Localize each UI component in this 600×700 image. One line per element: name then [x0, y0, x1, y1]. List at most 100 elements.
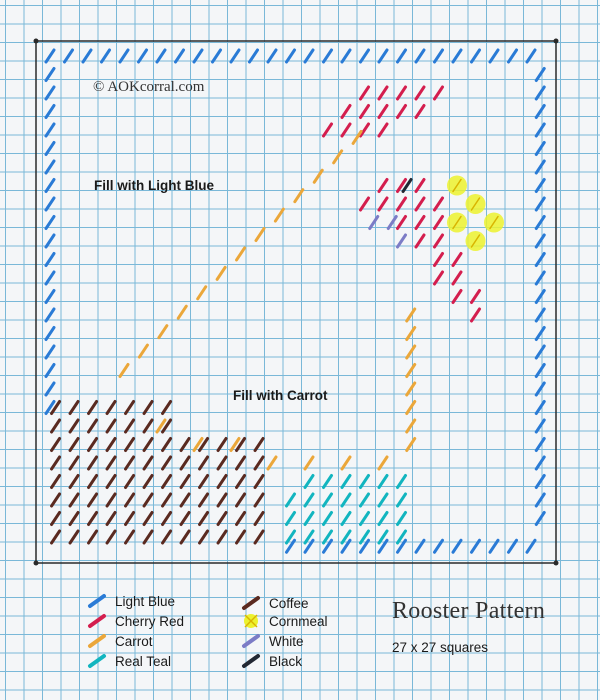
coffee-stitch	[161, 437, 173, 452]
carrot-stitch	[192, 437, 204, 452]
cherry-red-stitch	[377, 104, 389, 119]
cornmeal-stitch	[470, 197, 481, 211]
real-teal-stitch	[377, 529, 389, 545]
coffee-stitch	[50, 474, 62, 489]
real-teal-stitch	[377, 511, 389, 526]
coffee-stitch	[142, 492, 154, 508]
stitch-icon	[88, 614, 106, 628]
light-blue-stitch	[44, 159, 56, 175]
real-teal-stitch	[340, 492, 352, 508]
light-blue-stitch	[44, 48, 56, 64]
cornmeal-stitch	[489, 215, 499, 230]
cherry-red-stitch	[396, 104, 407, 119]
light-blue-stitch	[44, 326, 56, 341]
coffee-stitch	[253, 474, 265, 489]
light-blue-stitch	[63, 48, 74, 64]
fill-light-blue-label: Fill with Light Blue	[94, 178, 214, 193]
legend-item-coffee: Coffee	[238, 594, 309, 612]
coffee-stitch	[161, 511, 173, 526]
coffee-stitch	[50, 400, 62, 415]
carrot-stitch	[405, 418, 417, 434]
light-blue-stitch	[303, 538, 315, 554]
real-teal-stitch	[303, 474, 315, 489]
coffee-stitch	[124, 400, 136, 415]
light-blue-stitch	[534, 511, 546, 526]
stitch-icon	[88, 634, 106, 648]
corner-dot	[553, 560, 559, 566]
light-blue-stitch	[534, 381, 546, 397]
real-teal-stitch	[340, 511, 352, 526]
legend-label: Carrot	[115, 633, 153, 649]
legend-label: Coffee	[269, 595, 309, 611]
light-blue-stitch	[44, 196, 56, 212]
coffee-stitch	[198, 529, 210, 545]
light-blue-stitch	[534, 85, 546, 101]
light-blue-stitch	[266, 48, 278, 64]
legend-item-carrot: Carrot	[84, 632, 153, 650]
light-blue-stitch	[534, 455, 546, 471]
cherry-red-stitch	[470, 307, 481, 323]
cherry-red-stitch	[451, 252, 463, 267]
real-teal-stitch	[377, 474, 389, 489]
light-blue-stitch	[44, 344, 56, 360]
coffee-stitch	[124, 455, 136, 471]
light-blue-stitch	[433, 48, 444, 64]
stitch-layer	[44, 48, 546, 554]
real-teal-stitch	[359, 529, 370, 545]
coffee-stitch	[235, 529, 247, 545]
light-blue-stitch	[44, 215, 56, 230]
real-teal-stitch	[396, 511, 407, 526]
coffee-stitch	[161, 400, 173, 415]
light-blue-stitch	[44, 104, 56, 119]
coffee-stitch	[87, 474, 99, 489]
light-blue-stitch	[534, 437, 546, 452]
light-blue-stitch	[359, 48, 370, 64]
light-blue-stitch	[534, 252, 546, 267]
coffee-stitch	[124, 529, 136, 545]
coffee-stitch	[253, 529, 265, 545]
coffee-stitch	[142, 437, 154, 452]
cherry-red-stitch	[414, 85, 426, 101]
real-teal-stitch	[285, 529, 296, 545]
carrot-stitch	[405, 381, 417, 397]
cherry-red-stitch	[340, 104, 352, 119]
light-blue-stitch	[396, 538, 407, 554]
coffee-stitch	[161, 492, 173, 508]
cherry-red-stitch	[414, 233, 426, 249]
cherry-red-stitch	[377, 122, 389, 138]
light-blue-stitch	[525, 538, 537, 554]
carrot-stitch	[312, 168, 324, 184]
legend-label: Real Teal	[115, 653, 172, 669]
coffee-stitch	[216, 511, 228, 526]
light-blue-stitch	[451, 538, 463, 554]
light-blue-stitch	[44, 141, 56, 156]
coffee-stitch	[216, 529, 228, 545]
legend-label: Black	[269, 653, 303, 669]
coffee-stitch	[50, 529, 62, 545]
light-blue-stitch	[507, 538, 518, 554]
light-blue-stitch	[534, 326, 546, 341]
coffee-stitch	[105, 418, 117, 434]
light-blue-stitch	[81, 48, 93, 64]
cherry-red-stitch	[433, 233, 444, 249]
stitch-icon	[88, 594, 106, 608]
light-blue-stitch	[340, 48, 352, 64]
carrot-stitch	[215, 265, 227, 281]
cherry-red-stitch	[414, 178, 426, 193]
cherry-red-stitch	[433, 196, 444, 212]
black-stitch	[401, 178, 413, 193]
real-teal-stitch	[285, 511, 296, 526]
coffee-stitch	[87, 418, 99, 434]
cherry-red-stitch	[396, 215, 407, 230]
carrot-stitch	[405, 363, 417, 378]
carrot-stitch	[235, 246, 247, 262]
light-blue-stitch	[488, 48, 500, 64]
pattern-dimensions: 27 x 27 squares	[392, 640, 489, 655]
coffee-stitch	[68, 418, 80, 434]
light-blue-stitch	[414, 48, 426, 64]
light-blue-stitch	[433, 538, 444, 554]
coffee-stitch	[87, 492, 99, 508]
coffee-stitch	[142, 455, 154, 471]
cherry-red-stitch	[396, 178, 407, 193]
